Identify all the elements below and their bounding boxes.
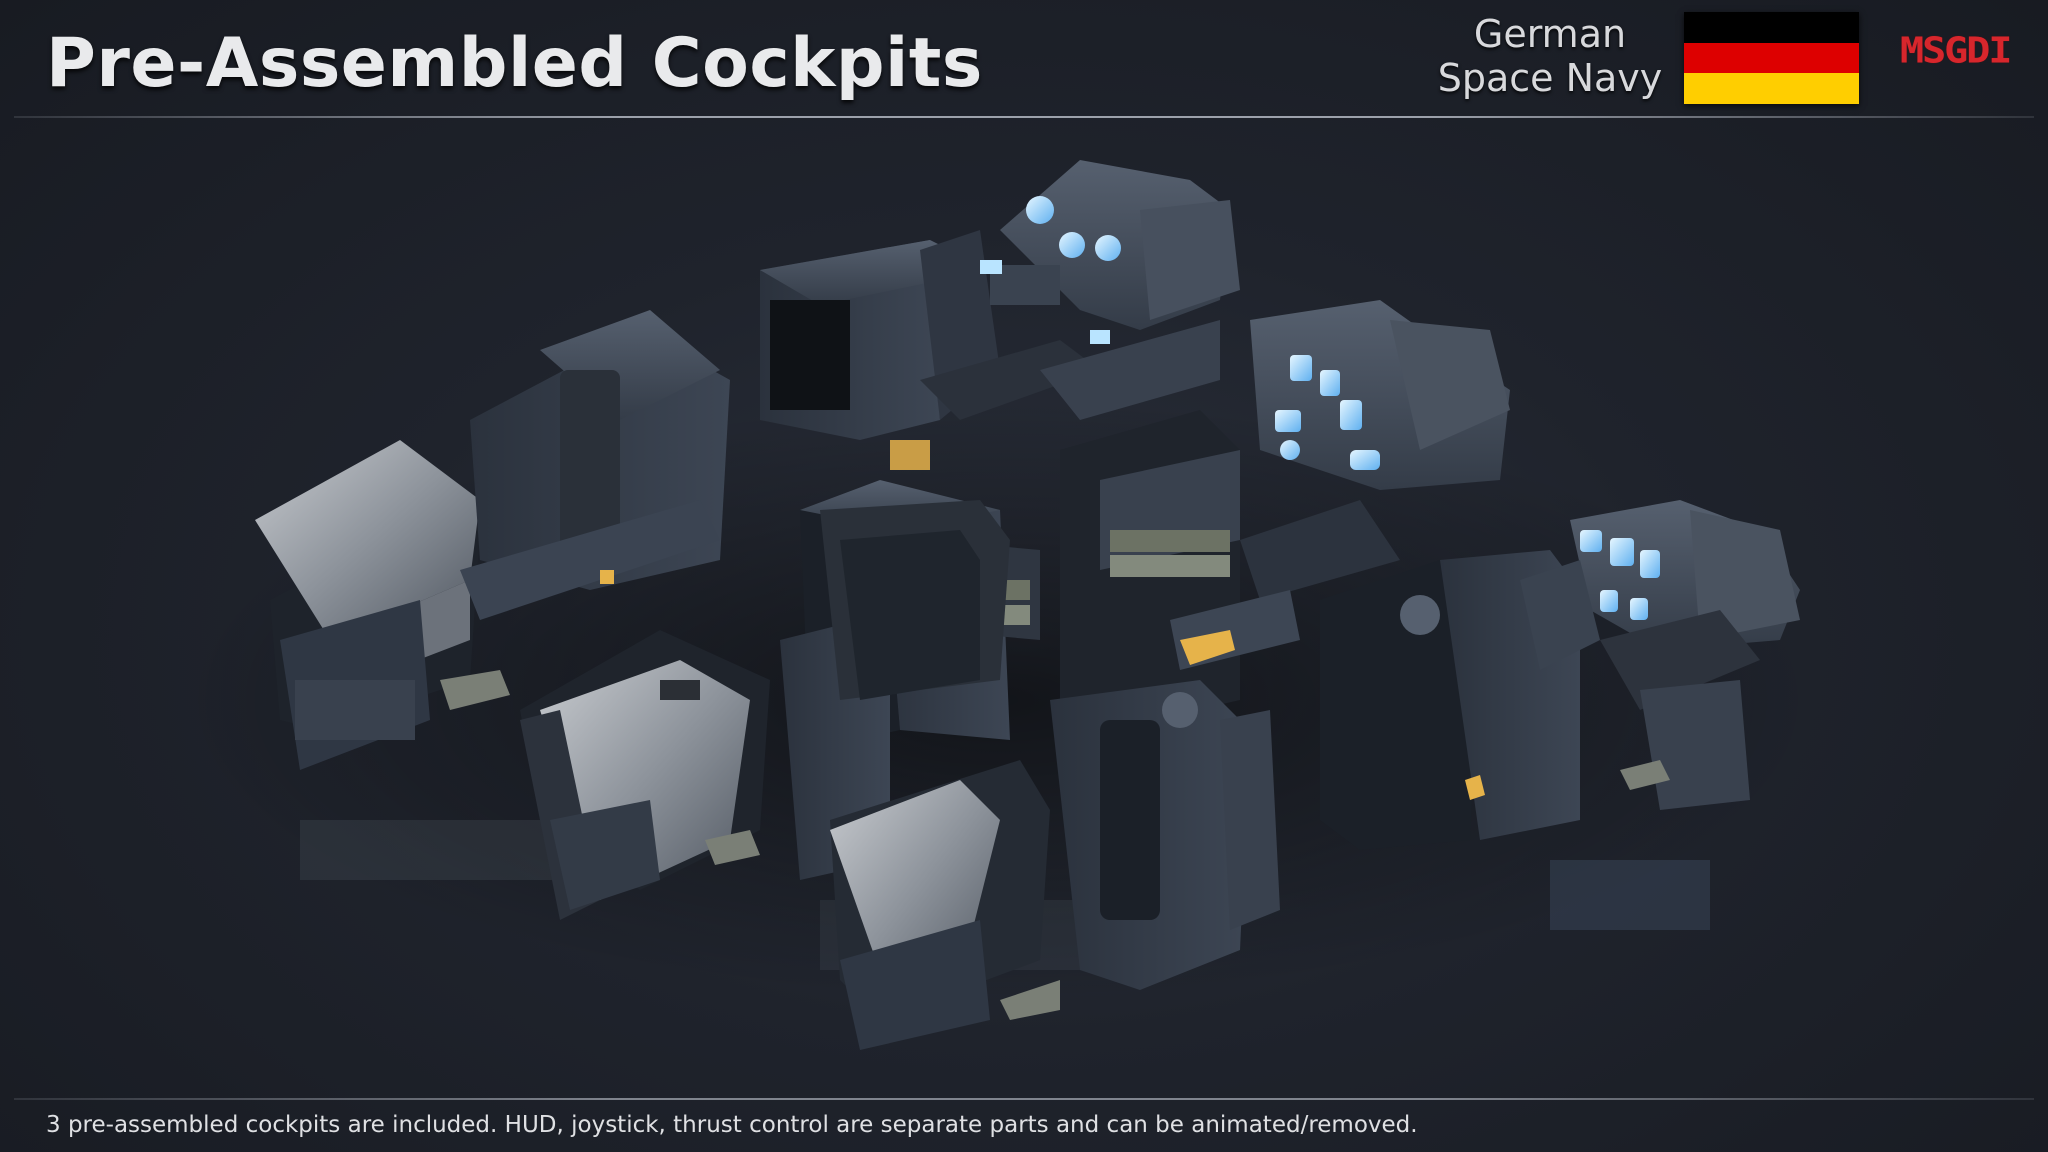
footer-divider [14, 1098, 2034, 1100]
brand-logo: MSGDI [1900, 30, 2012, 72]
cockpit-module-e [830, 680, 1280, 1050]
faction-label: German Space Navy [1420, 12, 1680, 100]
cockpit-module-b [255, 310, 730, 770]
header-divider [14, 116, 2034, 118]
flag-stripe-red [1684, 42, 1859, 74]
faction-line-1: German [1473, 12, 1627, 56]
flag-stripe-black [1684, 12, 1859, 43]
page-title: Pre-Assembled Cockpits [46, 24, 983, 103]
german-flag-icon [1684, 12, 1859, 104]
footer-caption: 3 pre-assembled cockpits are included. H… [46, 1112, 1418, 1138]
faction-line-2: Space Navy [1437, 56, 1663, 100]
cockpit-module-f [1320, 500, 1800, 850]
cockpit-module-a [760, 160, 1240, 470]
flag-stripe-gold [1684, 73, 1859, 104]
cockpit-render [180, 160, 1820, 1050]
